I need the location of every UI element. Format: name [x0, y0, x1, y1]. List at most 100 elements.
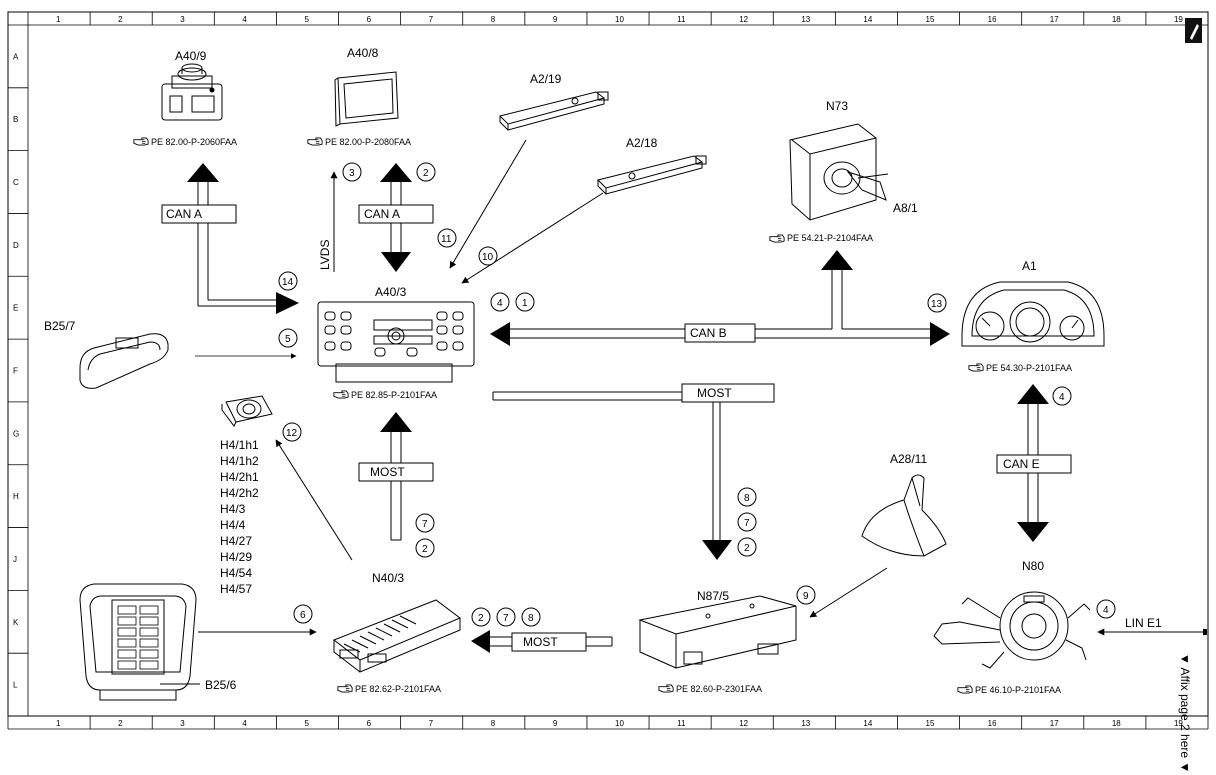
a40-3-label: A40/3 [375, 285, 407, 299]
n40-3-ref: PE 82.62-P-2101FAA [355, 684, 441, 694]
most-bottom-bus: MOST [471, 630, 613, 653]
grid-column-label: 4 [242, 15, 247, 24]
affix-note: ▼ Affix page 2 here ▼ [1178, 653, 1192, 773]
circled-number-m6: 6 [293, 604, 313, 624]
can-b-bus: CAN B [490, 250, 950, 346]
grid-row-label: K [13, 618, 19, 627]
lin-e1-line: LIN E1 [1097, 616, 1207, 636]
a40-9-ref: PE 82.00-P-2060FAA [151, 137, 237, 147]
circled-number-m5: 5 [278, 328, 298, 348]
grid-column-label: 1 [56, 719, 61, 728]
marker-number: 2 [423, 168, 429, 179]
n80-label: N80 [1022, 559, 1044, 573]
hand-pointer-icon [658, 684, 674, 693]
can-a-left-bus: CAN A [161, 163, 299, 314]
marker-number: 13 [931, 299, 943, 310]
n73-label: N73 [826, 99, 848, 113]
grid-column-label: 2 [118, 719, 123, 728]
hand-pointer-icon [307, 137, 323, 146]
circled-number-m4b: 4 [1052, 386, 1072, 406]
grid-row-label: L [13, 681, 18, 690]
a40-8-display-drawing [334, 71, 399, 127]
marker-number: 8 [744, 493, 750, 504]
marker-number: 7 [503, 613, 509, 624]
n73-ref: PE 54.21-P-2104FAA [787, 233, 873, 243]
grid-column-label: 2 [118, 15, 123, 24]
h4-list-item: H4/27 [220, 534, 252, 548]
circled-number-m3: 3 [342, 162, 362, 182]
marker-number: 4 [1059, 392, 1065, 403]
grid-column-label: 5 [304, 15, 309, 24]
grid-column-label: 17 [1050, 15, 1059, 24]
marker-number: 2 [422, 544, 428, 555]
grid-column-label: 8 [491, 15, 496, 24]
can-a-left-label: CAN A [166, 207, 202, 221]
h4-list-item: H4/1h2 [220, 454, 259, 468]
a40-3-ref: PE 82.85-P-2101FAA [351, 390, 437, 400]
marker-number: 7 [422, 519, 428, 530]
grid-column-label: 7 [429, 719, 434, 728]
circled-number-m10: 10 [478, 246, 498, 266]
grid-column-label: 19 [1174, 15, 1183, 24]
a2-18-module-drawing [597, 155, 707, 195]
diagram-frame [7, 11, 1209, 730]
hand-pointer-icon [333, 390, 349, 399]
grid-column-label: 3 [180, 15, 185, 24]
a40-3-head-unit-drawing [317, 301, 475, 383]
circled-number-m1: 1 [515, 292, 535, 312]
grid-column-label: 18 [1112, 15, 1121, 24]
h4-list-item: H4/1h1 [220, 438, 259, 452]
grid-column-label: 7 [429, 15, 434, 24]
grid-column-label: 15 [926, 15, 935, 24]
grid-row-label: D [13, 241, 19, 250]
marker-number: 5 [285, 334, 291, 345]
grid-row-label: E [13, 304, 18, 313]
grid-column-label: 14 [863, 15, 872, 24]
grid-column-label: 19 [1174, 719, 1183, 728]
most-mid-label: MOST [370, 465, 405, 479]
most-bottom-label: MOST [523, 635, 558, 649]
a28-11-antenna-drawing [861, 474, 947, 557]
h4-list-item: H4/4 [220, 518, 246, 532]
grid-row-label: G [13, 429, 19, 438]
grid-column-label: 5 [304, 719, 309, 728]
marker-number: 3 [349, 168, 355, 179]
circled-number-m2b: 2 [415, 538, 435, 558]
can-e-bus: CAN E [996, 384, 1072, 542]
grid-column-label: 13 [801, 719, 810, 728]
circled-number-m2d: 2 [471, 607, 491, 627]
marker-number: 7 [744, 518, 750, 529]
h4-list-item: H4/57 [220, 582, 252, 596]
can-a-mid-bus: CAN A [358, 163, 434, 272]
marker-number: 9 [803, 591, 809, 602]
hand-pointer-icon [769, 234, 785, 243]
a2-19-link-arrow [449, 139, 527, 269]
h4-list-item: H4/3 [220, 502, 246, 516]
a8-1-label: A8/1 [893, 201, 918, 215]
grid-column-label: 4 [242, 719, 247, 728]
grid-column-label: 9 [553, 15, 558, 24]
marker-number: 4 [1103, 605, 1109, 616]
a2-19-label: A2/19 [530, 72, 562, 86]
lvds-line: LVDS [318, 171, 338, 272]
marker-number: 12 [286, 428, 298, 439]
grid-row-label: B [13, 115, 18, 124]
circled-number-m4c: 4 [1096, 599, 1116, 619]
h4-list-item: H4/2h2 [220, 486, 259, 500]
n87-5-module-drawing [638, 595, 797, 669]
pen-icon [1185, 18, 1202, 43]
circled-number-m9: 9 [796, 585, 816, 605]
a1-ref: PE 54.30-P-2101FAA [986, 363, 1072, 373]
marker-number: 14 [282, 277, 294, 288]
grid-column-label: 14 [863, 719, 872, 728]
b25-7-label: B25/7 [44, 319, 76, 333]
can-b-label: CAN B [690, 326, 727, 340]
grid-row-label: J [13, 555, 17, 564]
circled-number-m11: 11 [437, 228, 457, 248]
n80-steering-column-module-drawing [933, 591, 1091, 669]
grid-column-label: 18 [1112, 719, 1121, 728]
